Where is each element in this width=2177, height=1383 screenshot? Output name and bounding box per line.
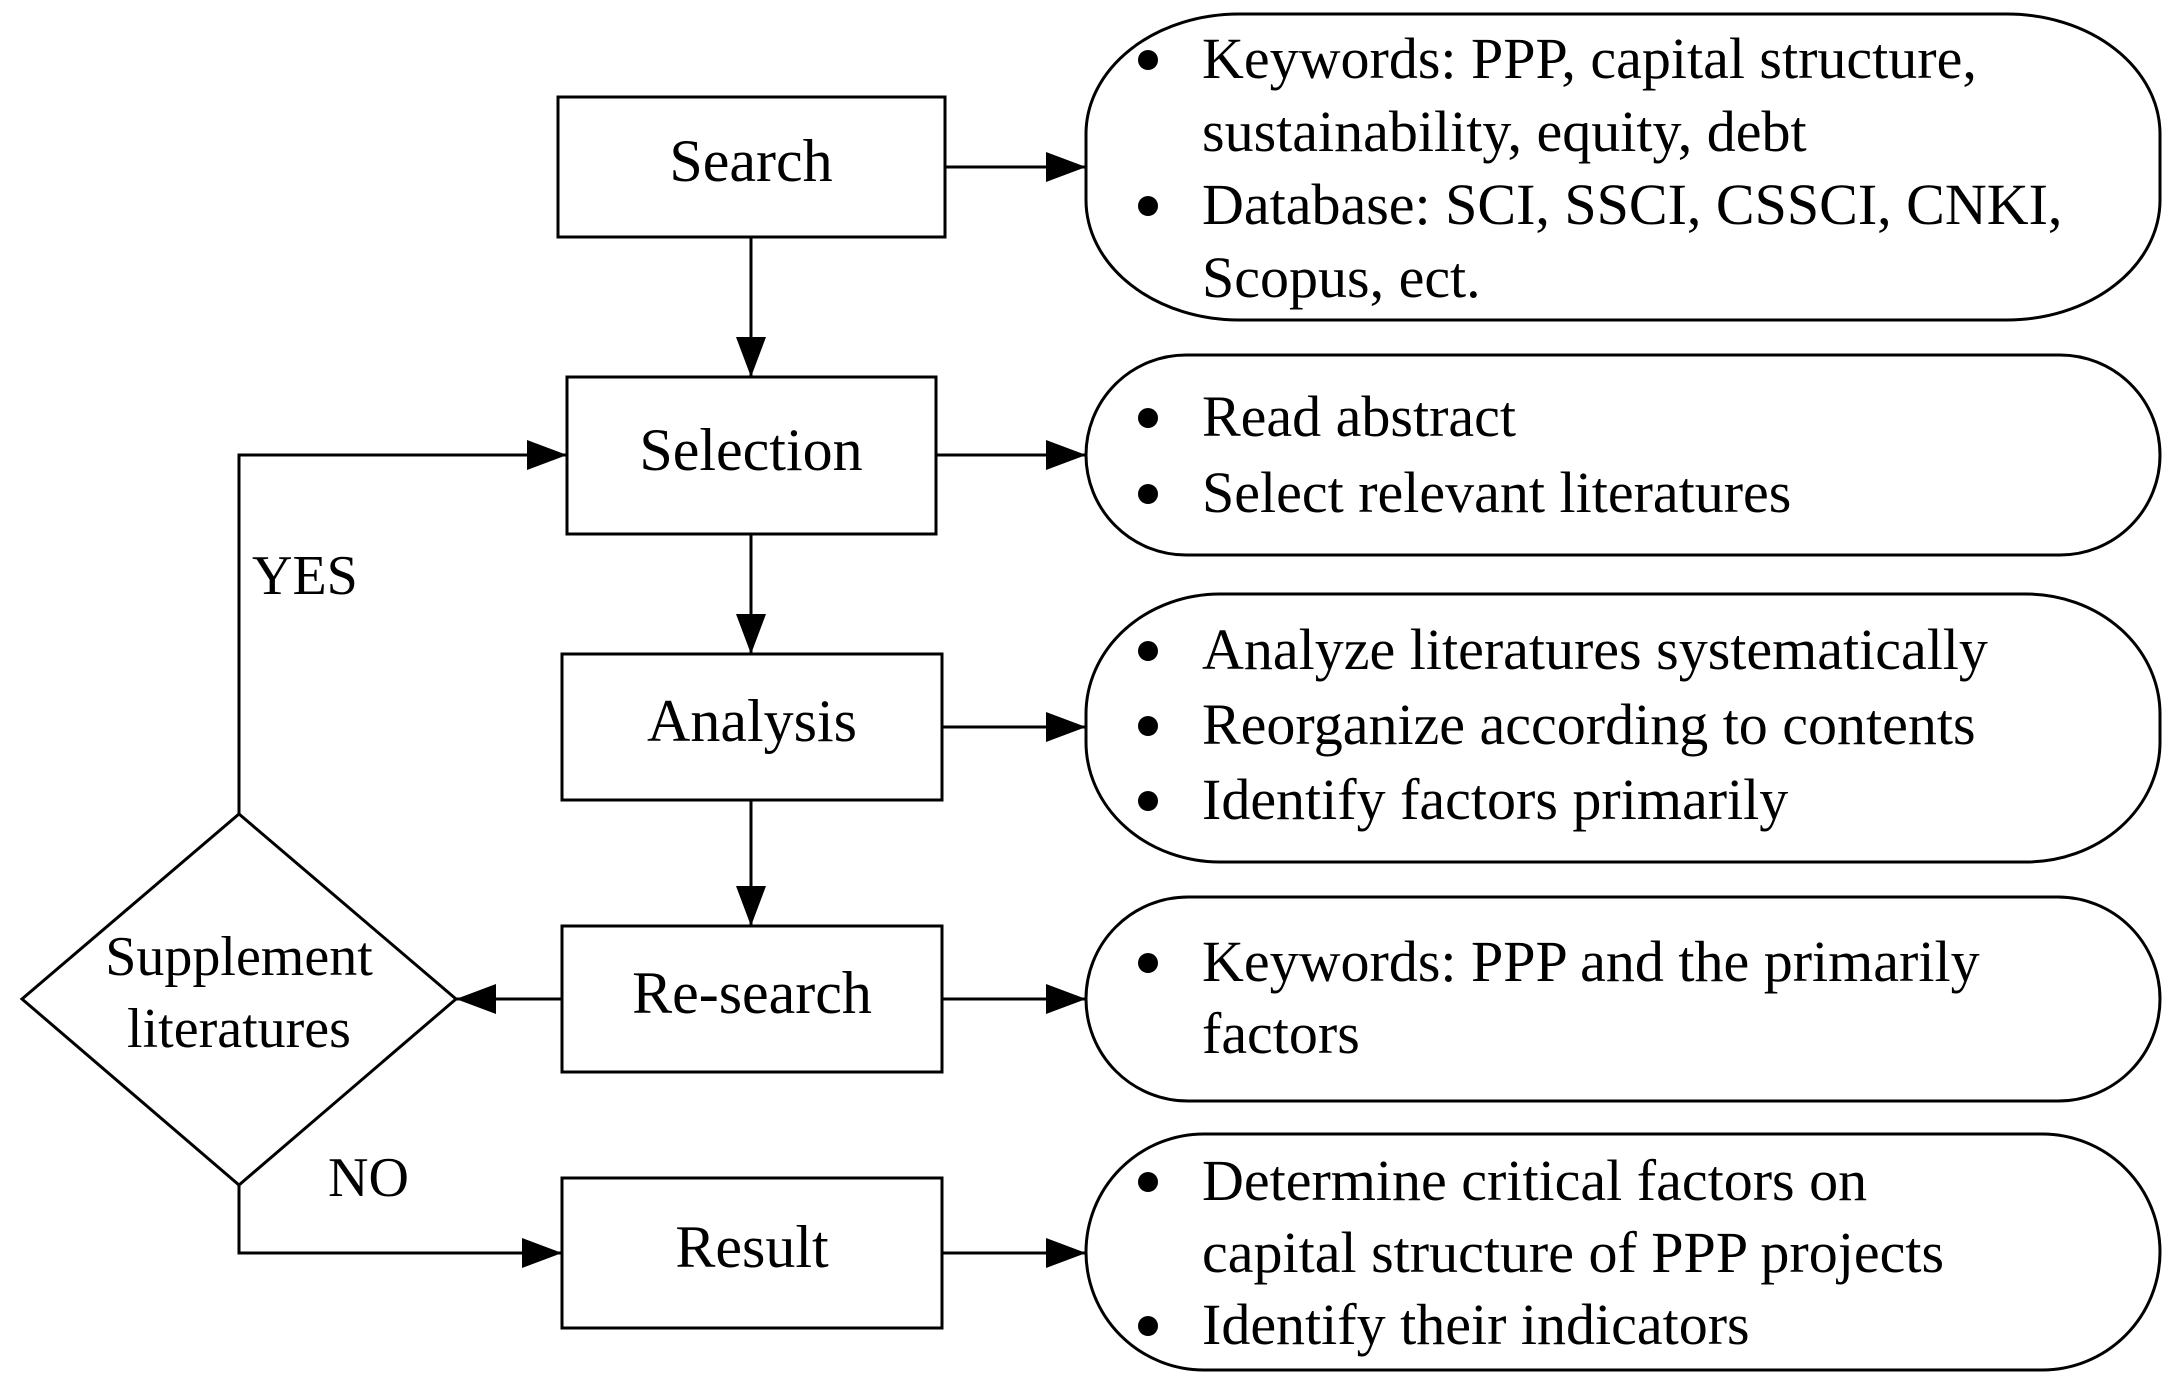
research-step: Re-search xyxy=(560,924,944,1074)
supplement-decision: Supplement literatures xyxy=(19,812,459,1187)
analysis-note-bullets: Analyze literatures systematicallyReorga… xyxy=(1138,617,1988,832)
search-step-label: Search xyxy=(669,128,832,194)
research-step-label: Re-search xyxy=(632,960,872,1026)
analysis-note: Analyze literatures systematicallyReorga… xyxy=(1084,592,2162,864)
search-note-line: Database: SCI, SSCI, CSSCI, CNKI, xyxy=(1202,172,2062,237)
bullet-icon xyxy=(1138,1316,1158,1336)
decision-label-line1: Supplement xyxy=(105,926,373,988)
search-step: Search xyxy=(556,95,947,239)
result-step: Result xyxy=(560,1176,944,1330)
bullet-icon xyxy=(1138,50,1158,70)
arrow-yes-to-selection xyxy=(237,440,567,814)
analysis-note-line: Identify factors primarily xyxy=(1202,767,1788,832)
yes-label: YES xyxy=(252,545,358,607)
search-note-bullets: Keywords: PPP, capital structure, sustain… xyxy=(1138,26,2062,310)
bullet-icon xyxy=(1138,641,1158,661)
analysis-step: Analysis xyxy=(560,652,944,802)
research-note-bullets: Keywords: PPP and the primarily factors xyxy=(1138,929,1980,1066)
bullet-icon xyxy=(1138,196,1158,216)
result-note: Determine critical factors on capital str… xyxy=(1084,1132,2162,1372)
bullet-icon xyxy=(1138,408,1158,428)
no-label: NO xyxy=(328,1147,409,1209)
analysis-step-label: Analysis xyxy=(647,688,857,754)
bullet-icon xyxy=(1138,716,1158,736)
analysis-note-line: Analyze literatures systematically xyxy=(1202,617,1988,682)
search-note-line: Keywords: PPP, capital structure, xyxy=(1202,26,1977,91)
result-step-label: Result xyxy=(675,1214,829,1280)
search-note: Keywords: PPP, capital structure, sustain… xyxy=(1084,12,2162,322)
selection-note-line: Select relevant literatures xyxy=(1202,460,1791,525)
selection-step-label: Selection xyxy=(639,417,862,483)
research-note: Keywords: PPP and the primarily factors xyxy=(1084,895,2162,1103)
selection-step: Selection xyxy=(565,375,938,536)
search-note-line: Scopus, ect. xyxy=(1202,245,1481,310)
bullet-icon xyxy=(1138,1172,1158,1192)
search-note-line: sustainability, equity, debt xyxy=(1202,99,1807,164)
note-connectors xyxy=(936,152,1086,1268)
result-note-line: capital structure of PPP projects xyxy=(1202,1220,1944,1285)
result-note-bullets: Determine critical factors on capital str… xyxy=(1138,1148,1944,1357)
arrow-no-to-result xyxy=(237,1185,562,1268)
selection-note-line: Read abstract xyxy=(1202,384,1516,449)
decision-label-line2: literatures xyxy=(127,998,351,1060)
analysis-note-line: Reorganize according to contents xyxy=(1202,692,1976,757)
research-note-line: factors xyxy=(1202,1001,1360,1066)
bullet-icon xyxy=(1138,953,1158,973)
bullet-icon xyxy=(1138,791,1158,811)
result-note-line: Identify their indicators xyxy=(1202,1292,1750,1357)
bullet-icon xyxy=(1138,484,1158,504)
result-note-line: Determine critical factors on xyxy=(1202,1148,1867,1213)
research-note-line: Keywords: PPP and the primarily xyxy=(1202,929,1980,994)
